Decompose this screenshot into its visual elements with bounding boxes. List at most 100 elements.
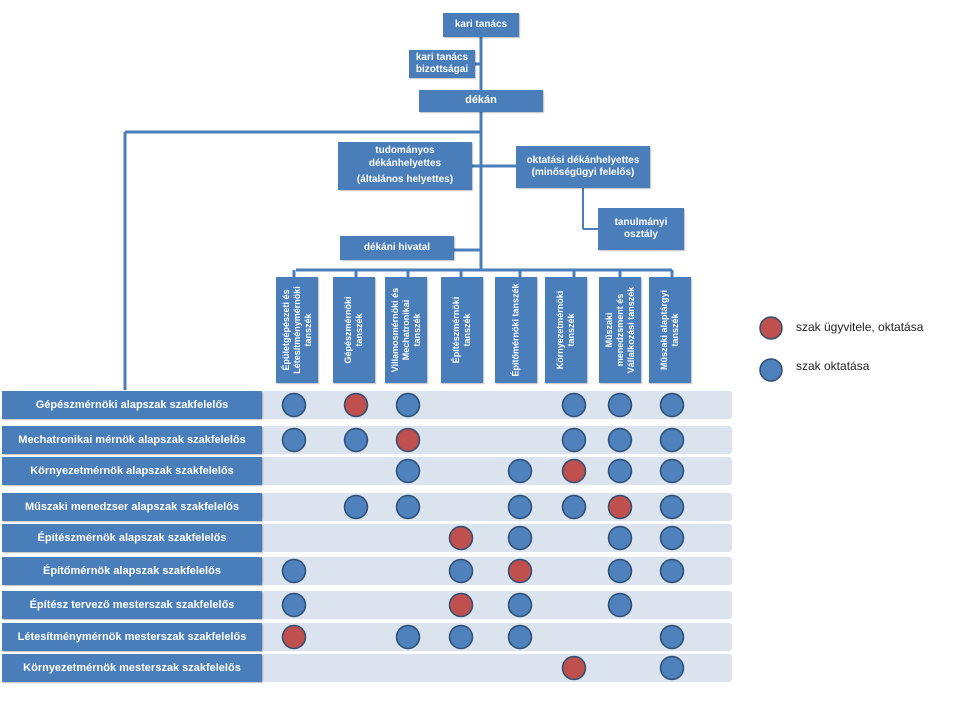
- blue-dot-r4-c2: [343, 494, 369, 520]
- row-label-8: Létesítménymérnök mesterszak szakfelelős: [2, 623, 262, 651]
- dept-column-5: Építőmérnöki tanszék: [495, 277, 537, 383]
- blue-dot-r4-c6: [561, 494, 587, 520]
- row-label-1: Gépészmérnöki alapszak szakfelelős: [2, 391, 262, 419]
- dept-column-line: tanszék: [566, 313, 576, 347]
- dept-column-line: Gépészmérnöki: [343, 296, 354, 364]
- red-dot-r1-c2: [343, 392, 369, 418]
- blue-dot-r1-c8: [659, 392, 685, 418]
- blue-dot-r1-c1: [281, 392, 307, 418]
- row-label-9: Környezetmérnök mesterszak szakfelelős: [2, 654, 262, 682]
- red-dot-r3-c6: [561, 458, 587, 484]
- blue-dot-r8-c5: [507, 624, 533, 650]
- box-bizottsagai: kari tanács bizottságai: [409, 50, 475, 78]
- box-dekan: dékán: [419, 90, 543, 112]
- dept-column-line: tanszék: [354, 313, 364, 347]
- dept-column-line: tanszék: [302, 313, 313, 347]
- box-tanulmanyi-osztaly: tanulmányi osztály: [598, 208, 684, 250]
- dept-column-line: Műszaki: [603, 312, 614, 348]
- red-dot-r4-c7: [607, 494, 633, 520]
- red-dot-r5-c4: [448, 525, 474, 551]
- box-oktatasi-line-2: (minőségügyi felelős): [531, 167, 635, 178]
- red-dot-r2-c3: [395, 427, 421, 453]
- red-dot-r7-c4: [448, 592, 474, 618]
- blue-dot-r6-c7: [607, 558, 633, 584]
- box-oktatasi-line-1: oktatási dékánhelyettes: [526, 154, 640, 166]
- box-oktatasi-dekanhelyettes: oktatási dékánhelyettes (minőségügyi fel…: [516, 146, 650, 188]
- legend-red-label: szak ügyvitele, oktatása: [796, 320, 924, 334]
- blue-dot-r8-c8: [659, 624, 685, 650]
- blue-dot-r3-c7: [607, 458, 633, 484]
- blue-dot-r4-c5: [507, 494, 533, 520]
- box-kari-tanacs: kari tanács: [443, 13, 519, 37]
- blue-dot-r7-c5: [507, 592, 533, 618]
- blue-dot-r2-c8: [659, 427, 685, 453]
- red-dot-r6-c5: [507, 558, 533, 584]
- box-bizottsagai-line-1: kari tanács: [415, 51, 469, 63]
- dots-layer: [281, 392, 685, 681]
- dept-column-line: Műszaki alaptárgyi: [659, 289, 670, 371]
- box-tanulmanyi-line-2: osztály: [624, 229, 658, 240]
- box-kari-tanacs-label: kari tanács: [454, 18, 508, 30]
- blue-dot-r5-c5: [507, 525, 533, 551]
- blue-dot-r1-c7: [607, 392, 633, 418]
- legend-blue-dot: [759, 358, 783, 382]
- box-tudomanyos-dekanhelyettes: tudományos dékánhelyettes (általános hel…: [338, 142, 472, 190]
- dept-column-line: tanszék: [670, 313, 680, 347]
- blue-dot-r7-c7: [607, 592, 633, 618]
- blue-dot-r3-c8: [659, 458, 685, 484]
- dept-column-line: Környezetmérnöki: [555, 290, 566, 370]
- blue-dot-r1-c3: [395, 392, 421, 418]
- blue-dot-r1-c6: [561, 392, 587, 418]
- blue-dot-r3-c5: [507, 458, 533, 484]
- row-band-8: [262, 623, 732, 651]
- blue-dot-r7-c1: [281, 592, 307, 618]
- box-dekani-hivatal: dékáni hivatal: [340, 236, 454, 260]
- blue-dot-r8-c3: [395, 624, 421, 650]
- blue-dot-r2-c1: [281, 427, 307, 453]
- blue-dot-r4-c3: [395, 494, 421, 520]
- dept-column-text: Építőmérnöki tanszék: [511, 280, 522, 380]
- blue-dot-r2-c6: [561, 427, 587, 453]
- blue-dot-r5-c8: [659, 525, 685, 551]
- box-dekan-label: dékán: [465, 94, 497, 107]
- blue-dot-r2-c2: [343, 427, 369, 453]
- blue-dot-r2-c7: [607, 427, 633, 453]
- box-tudomanyos-line-2: dékánhelyettes: [368, 157, 442, 169]
- dept-column-line: tanszék: [411, 313, 422, 347]
- row-band-7: [262, 591, 732, 619]
- dept-column-line: tanszék: [462, 313, 472, 347]
- dept-column-line: Vállalkozási tanszék: [625, 286, 636, 374]
- row-label-7: Építész tervező mesterszak szakfelelős: [2, 591, 262, 619]
- dept-column-line: Épületgépészeti és: [280, 289, 291, 371]
- dept-column-line: Építészmérnöki: [451, 296, 462, 364]
- legend-blue-label: szak oktatása: [796, 359, 870, 373]
- blue-dot-r5-c7: [607, 525, 633, 551]
- row-label-3: Környezetmérnök alapszak szakfelelős: [2, 457, 262, 485]
- connector-lines: [123, 37, 674, 390]
- blue-dot-r6-c1: [281, 558, 307, 584]
- row-label-6: Építőmérnök alapszak szakfelelős: [2, 557, 262, 585]
- row-label-4: Műszaki menedzser alapszak szakfelelős: [2, 493, 262, 521]
- row-label-5: Építészmérnök alapszak szakfelelős: [2, 524, 262, 552]
- blue-dot-r9-c8: [659, 655, 685, 681]
- dept-column-line: Mechatronikai: [400, 299, 411, 361]
- box-tanulmanyi-line-1: tanulmányi: [614, 216, 668, 228]
- red-dot-r9-c6: [561, 655, 587, 681]
- blue-dot-r8-c4: [448, 624, 474, 650]
- box-tudomanyos-line-1: tudományos: [375, 145, 435, 157]
- dept-column-line: Létesítménymérnöki: [291, 286, 302, 374]
